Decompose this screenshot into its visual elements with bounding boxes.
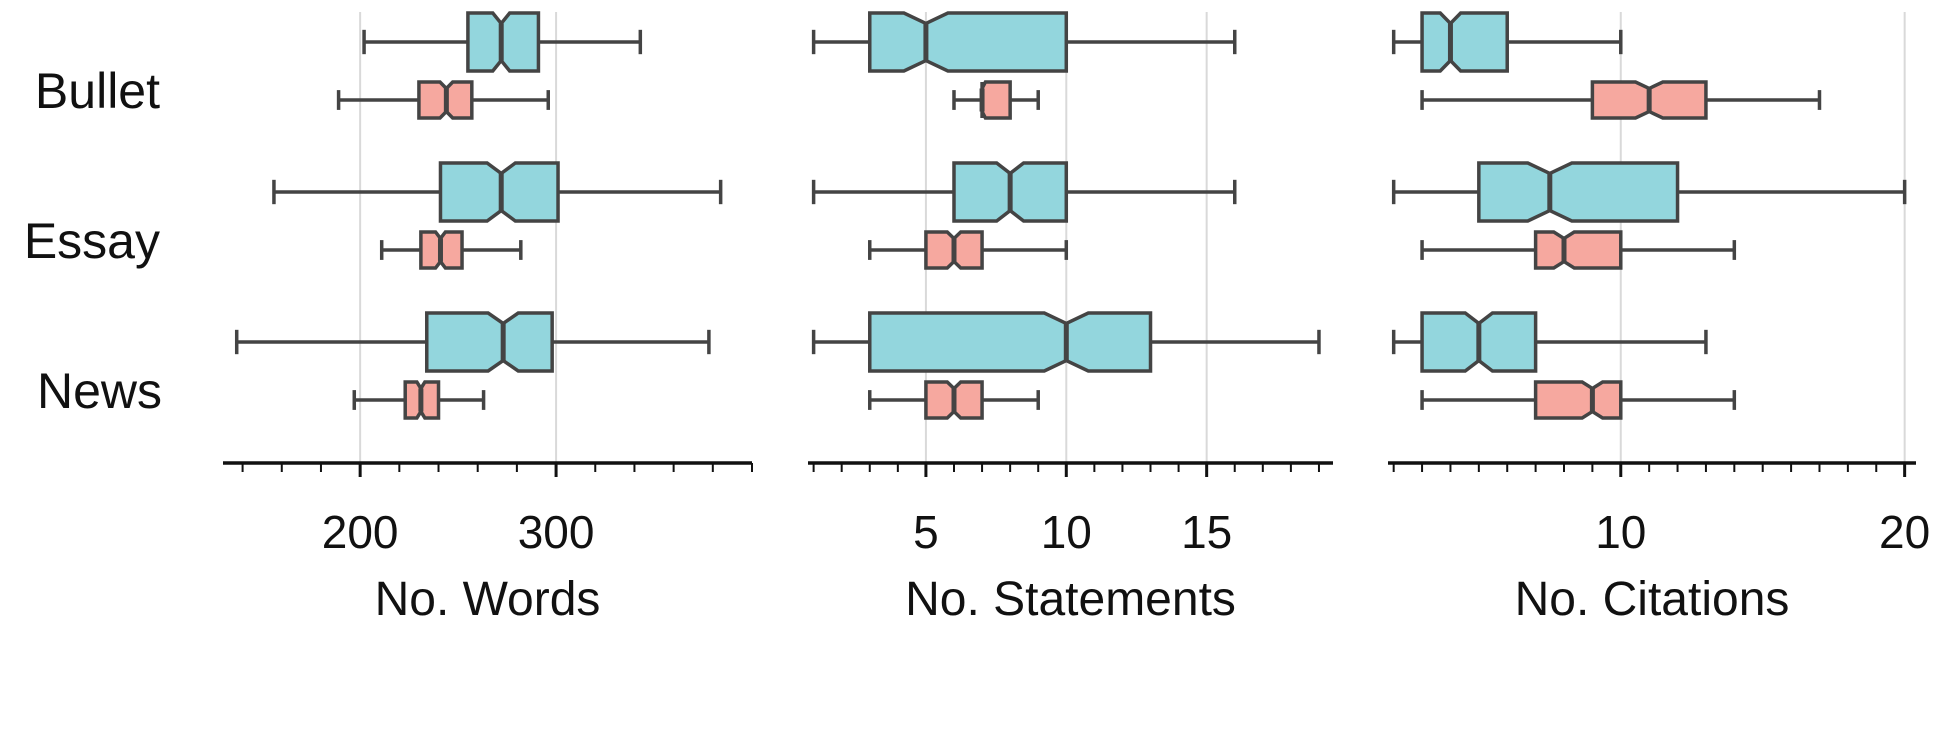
box-no-citations-news-b-body (1533, 380, 1623, 420)
box-no-statements-bullet-a-body (868, 11, 1069, 73)
box-no-citations-essay-b-body (1533, 230, 1623, 270)
tick-label-no-statements-15: 15 (1181, 506, 1232, 558)
tick-label-no-statements-10: 10 (1041, 506, 1092, 558)
box-no-citations-bullet-a-body (1420, 11, 1509, 73)
tick-label-no-citations-10: 10 (1595, 506, 1646, 558)
x-axis-title-no-words: No. Words (375, 573, 601, 626)
row-label-bullet: Bullet (34, 63, 160, 119)
box-no-statements-news-a-body (868, 311, 1153, 373)
box-no-citations-essay-a-body (1477, 161, 1680, 223)
x-axis-title-no-citations: No. Citations (1515, 573, 1790, 626)
tick-label-no-words-300: 300 (518, 506, 595, 558)
tick-label-no-statements-5: 5 (913, 506, 939, 558)
row-label-essay: Essay (23, 213, 160, 269)
box-no-statements-bullet-b-body (980, 80, 1012, 120)
x-axis-title-no-statements: No. Statements (905, 573, 1236, 626)
tick-label-no-citations-20: 20 (1879, 506, 1930, 558)
box-no-words-news-a-body (425, 311, 554, 373)
tick-label-no-words-200: 200 (322, 506, 399, 558)
row-label-news: News (36, 363, 162, 419)
